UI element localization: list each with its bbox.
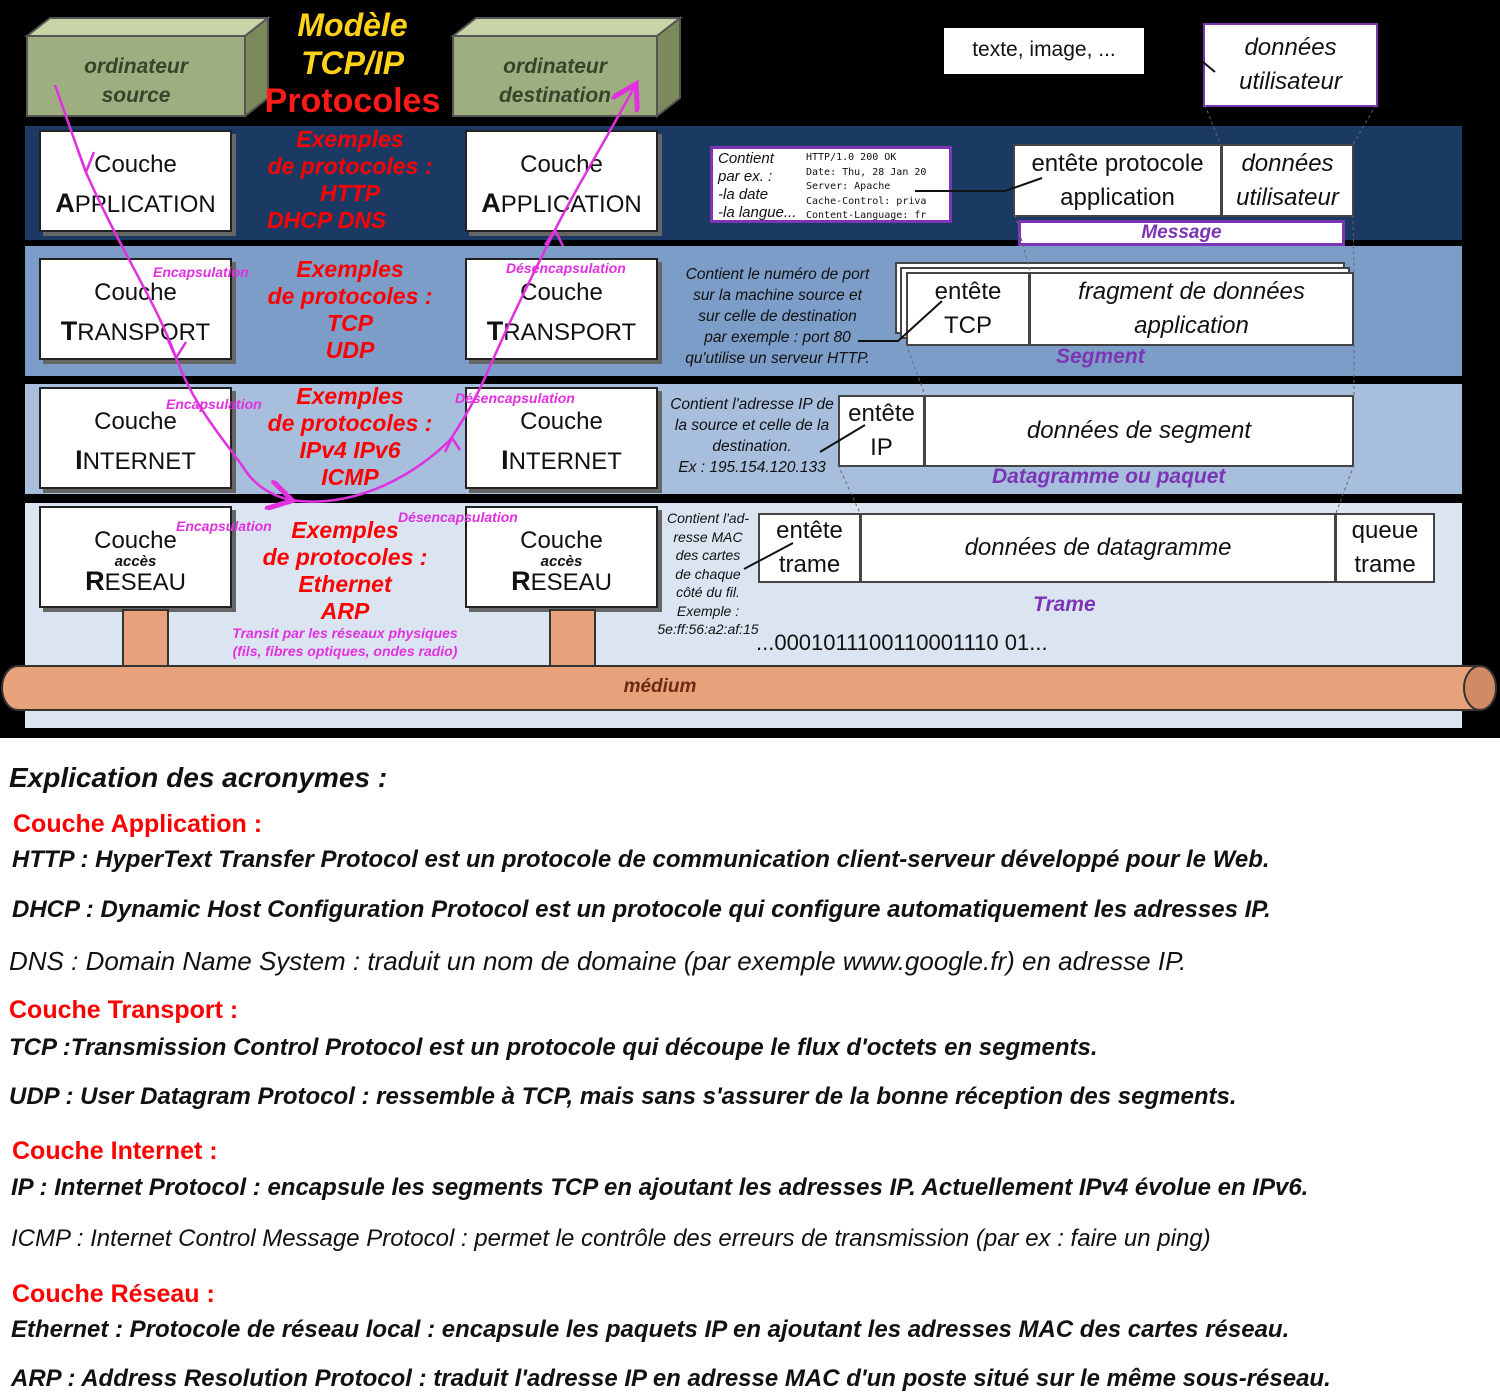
- destination-computer-icon: [450, 15, 683, 119]
- source-transport-layer: Couche TRANSPORT: [39, 258, 232, 360]
- destination-application-layer: Couche APPLICATION: [465, 130, 658, 232]
- segment-label: Segment: [1056, 345, 1145, 368]
- connector-lines: [743, 61, 1377, 570]
- source-reseau-layer: Couche accès RESEAU: [39, 506, 232, 608]
- glossary-heading-application: Couche Application :: [13, 810, 263, 838]
- transit-note: Transit par les réseaux physiques(fils, …: [232, 625, 458, 659]
- datagram-data-box: données de segment: [924, 395, 1354, 467]
- cable-end: [1463, 665, 1497, 711]
- message-bar: Message: [1018, 220, 1345, 246]
- glossary-heading-internet: Couche Internet :: [12, 1137, 218, 1165]
- source-application-layer: Couche APPLICATION: [39, 130, 232, 232]
- glossary-heading-reseau: Couche Réseau :: [12, 1280, 215, 1308]
- glossary-line-dns: DNS : Domain Name System : traduit un no…: [9, 946, 1187, 976]
- ip-leader-line: [819, 424, 866, 453]
- bitstream: ...0001011100110001110 01...: [756, 630, 1048, 655]
- glossary-line-tcp: TCP :Transmission Control Protocol est u…: [9, 1034, 1098, 1061]
- frame-data-box: données de datagramme: [860, 513, 1336, 583]
- glossary-title: Explication des acronymes :: [9, 762, 388, 793]
- encapsulation-label-reseau: Encapsulation: [176, 518, 272, 534]
- encapsulation-label-transport: Encapsulation: [153, 264, 249, 280]
- text-image-box: texte, image, ...: [944, 28, 1144, 74]
- source-computer-icon: [24, 15, 271, 119]
- flow-arrows: [53, 0, 1500, 738]
- glossary-line-ip: IP : Internet Protocol : encapsule les s…: [11, 1174, 1309, 1201]
- glossary-line-ethernet: Ethernet : Protocole de réseau local : e…: [11, 1316, 1290, 1343]
- glossary-line-icmp: ICMP : Internet Control Message Protocol…: [11, 1225, 1211, 1252]
- glossary-line-arp: ARP : Address Resolution Protocol : trad…: [11, 1365, 1331, 1392]
- frame-label: Trame: [1033, 593, 1096, 616]
- glossary-line-http: HTTP : HyperText Transfer Protocol est u…: [12, 846, 1270, 873]
- desencapsulation-label-internet: Désencapsulation: [455, 390, 575, 406]
- tcp-leader-line: [858, 300, 943, 342]
- desencapsulation-label-transport: Désencapsulation: [506, 260, 626, 276]
- diagram-title: Modèle TCP/IP Protocoles: [264, 7, 441, 120]
- medium-label: médium: [623, 676, 697, 697]
- destination-pillar: [549, 609, 596, 671]
- mac-leader-line: [743, 542, 794, 570]
- destination-internet-layer: Couche INTERNET: [465, 387, 658, 489]
- desencapsulation-label-reseau: Désencapsulation: [398, 509, 518, 525]
- user-data-leader-line: [1202, 61, 1216, 73]
- encapsulation-label-internet: Encapsulation: [166, 396, 262, 412]
- datagram-label: Datagramme ou paquet: [992, 465, 1226, 488]
- destination-transport-layer: Couche TRANSPORT: [465, 258, 658, 360]
- glossary-line-dhcp: DHCP : Dynamic Host Configuration Protoc…: [12, 896, 1271, 923]
- message-label: Message: [1141, 222, 1222, 243]
- http-leader-line: [915, 177, 1043, 192]
- encapsulation-guides: [837, 104, 1377, 514]
- medium-drawing: [1, 609, 1497, 711]
- destination-reseau-layer: Couche accès RESEAU: [465, 506, 658, 608]
- glossary-heading-transport: Couche Transport :: [9, 996, 239, 1024]
- desencapsulation-path: [289, 86, 635, 503]
- encapsulation-path: [53, 84, 290, 500]
- computers-drawing: [24, 15, 683, 119]
- glossary-line-udp: UDP : User Datagram Protocol : ressemble…: [9, 1083, 1237, 1110]
